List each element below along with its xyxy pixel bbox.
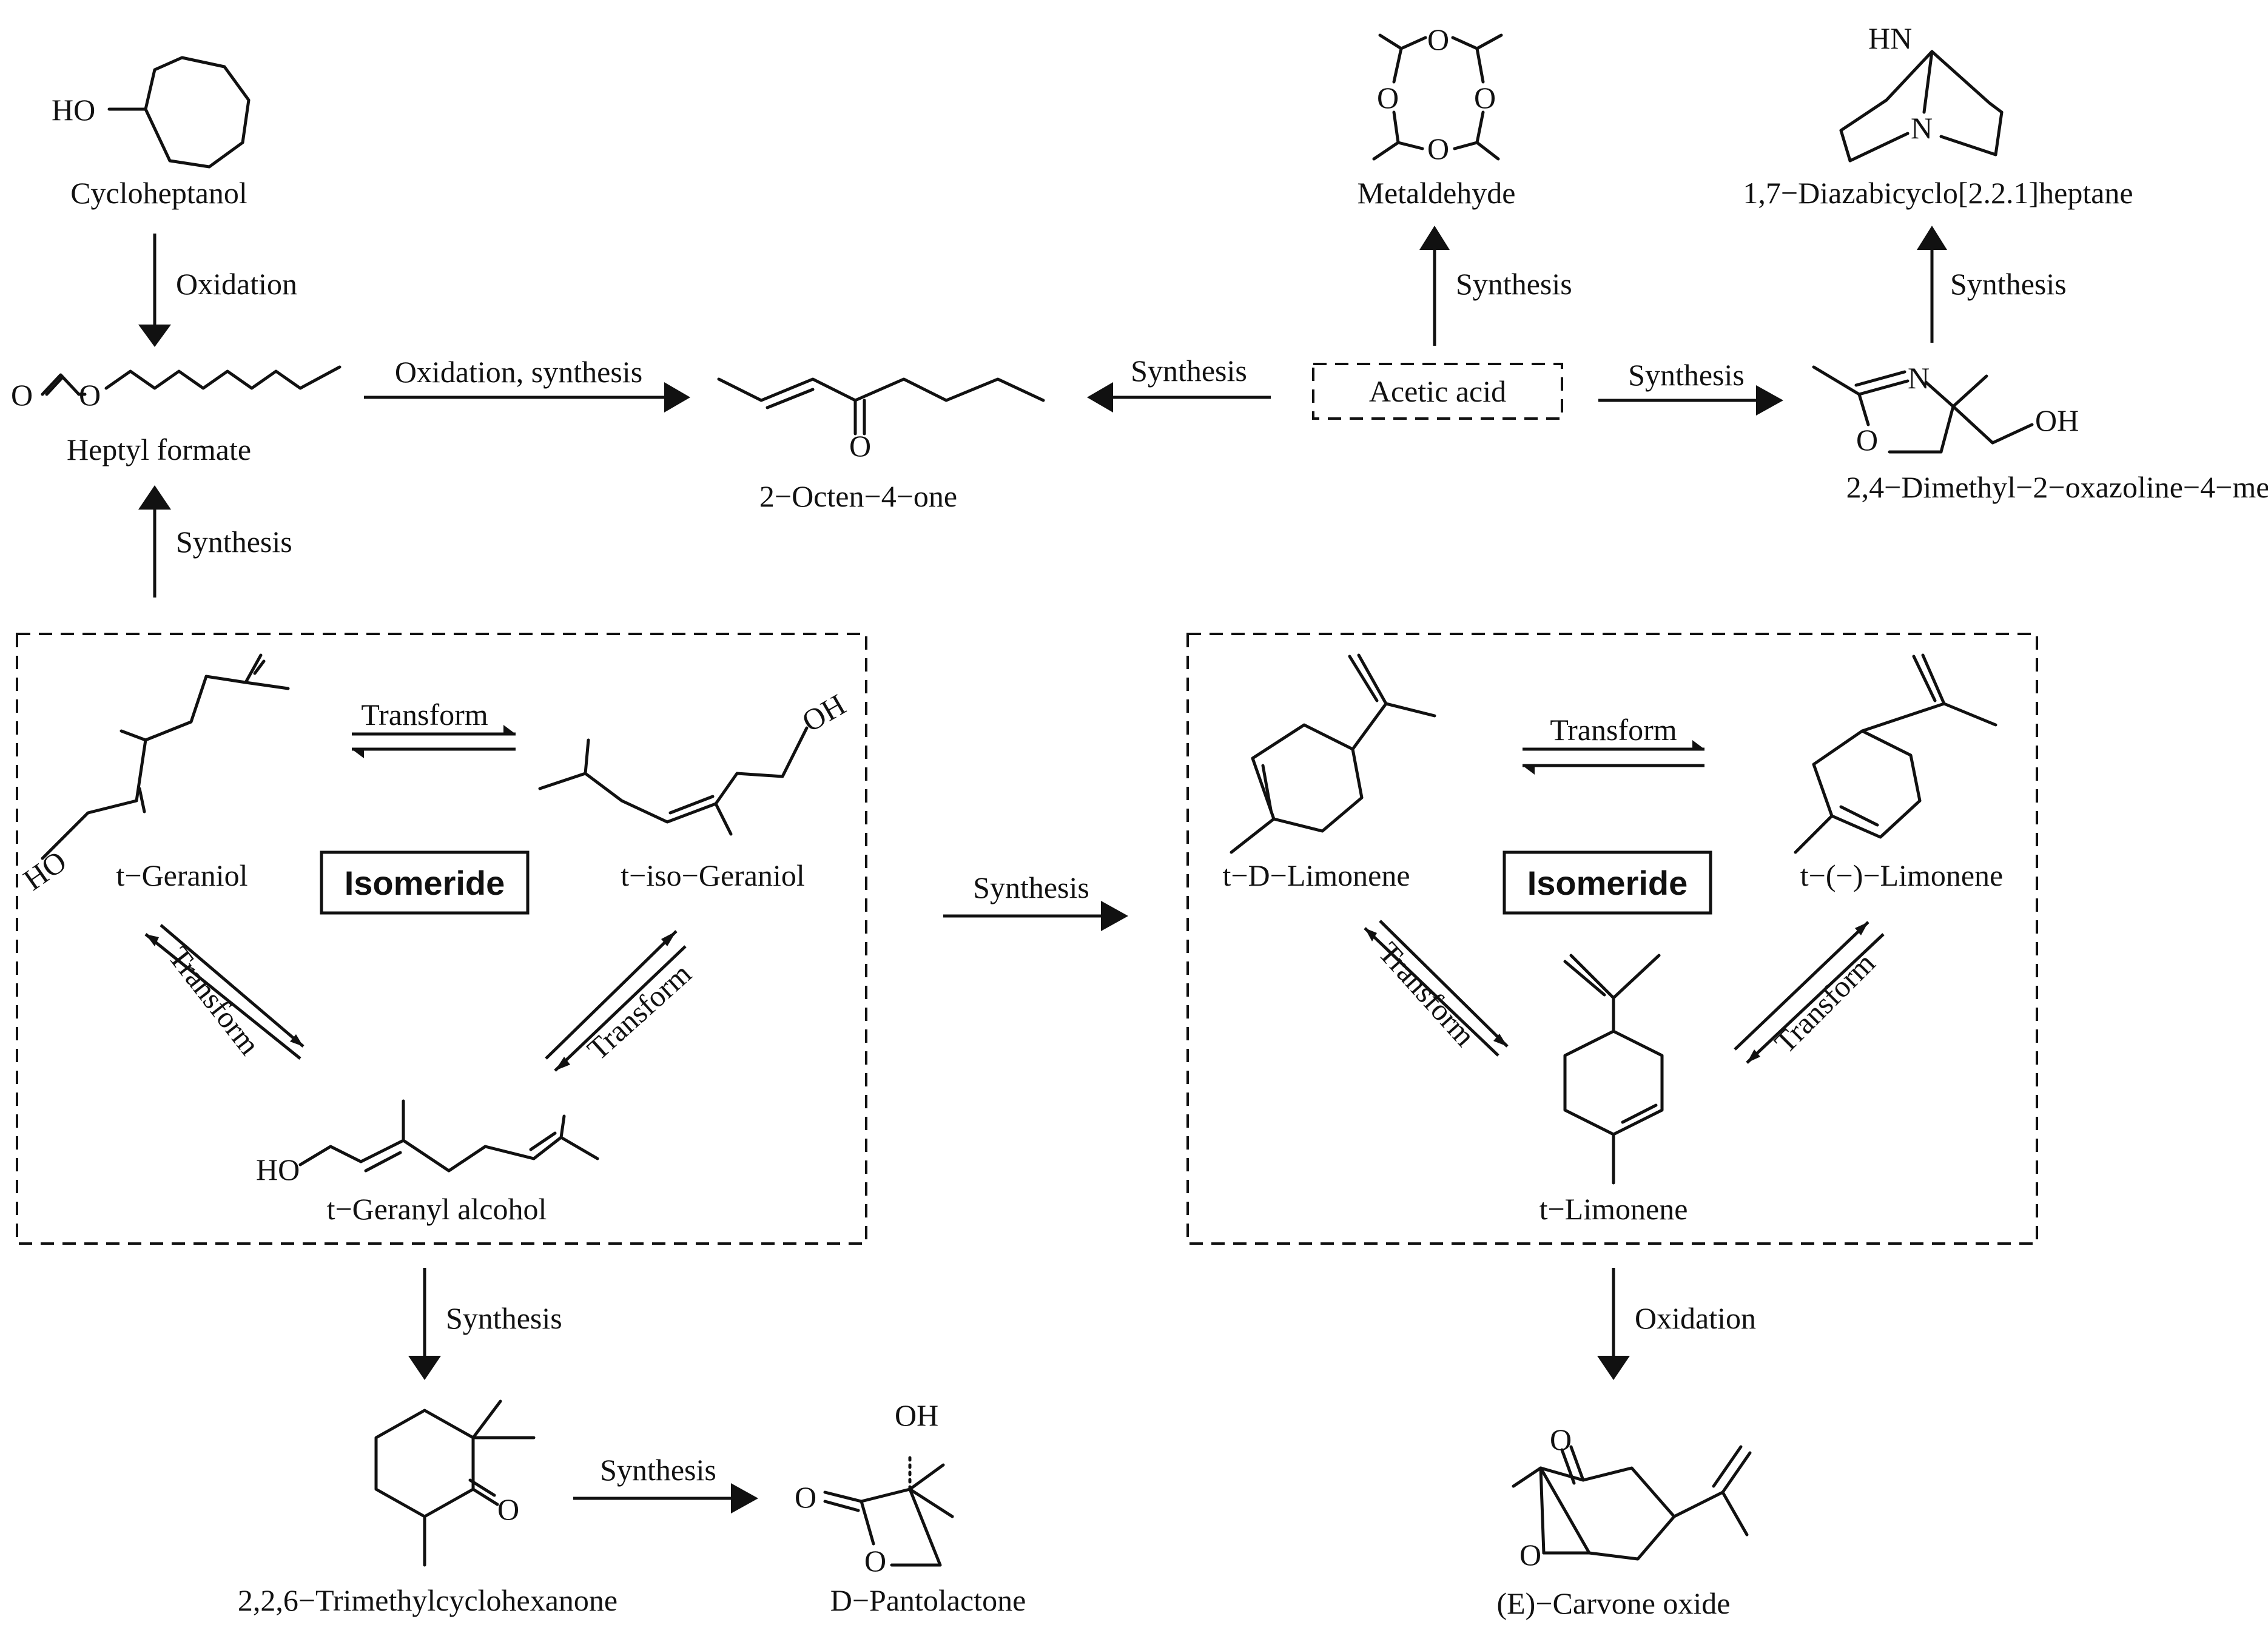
- t-iso-geraniol-label: t−iso−Geraniol: [621, 858, 805, 892]
- label-synthesis-acetic-octenone: Synthesis: [1131, 354, 1247, 388]
- t-limonene-label: t−Limonene: [1539, 1192, 1688, 1226]
- d-pantolactone-structure: OH O O: [795, 1398, 954, 1578]
- label-synthesis-formate: Synthesis: [176, 525, 292, 559]
- geraniol-isomeride-box: [320, 850, 530, 915]
- label-synthesis-trimethyl: Synthesis: [446, 1301, 562, 1335]
- arrow-acetic-to-metaldehyde: [1419, 226, 1450, 346]
- t-d-limonene-label: t−D−Limonene: [1222, 858, 1410, 892]
- pantolactone-o-carbonyl-label: O: [795, 1480, 816, 1514]
- label-synthesis-limonene: Synthesis: [973, 870, 1089, 904]
- arrow-geraniol-to-formate: [138, 485, 171, 598]
- trimethylcyclohexanone-label: 2,2,6−Trimethylcyclohexanone: [238, 1583, 617, 1617]
- arrow-oxidation-synthesis: [364, 382, 690, 412]
- arrow-acetic-to-octenone: [1087, 382, 1271, 412]
- label-transform-iso-geranyl: Transform: [580, 956, 698, 1066]
- arrow-geraniol-to-trimethyl: [408, 1268, 441, 1380]
- equilibrium-minuslimonene-tlimonene: [1734, 921, 1885, 1064]
- geraniol-isomeride-group: [16, 633, 867, 1245]
- t-minus-limonene-label: t−(−)−Limonene: [1800, 858, 2004, 892]
- oxazoline-structure: N O OH: [1812, 361, 2079, 457]
- trimethylcyclohexanone-structure: O: [374, 1399, 536, 1567]
- label-synthesis-oxazoline: Synthesis: [1628, 358, 1745, 392]
- t-limonene-structure: [1563, 954, 1664, 1185]
- pantolactone-o-ring-label: O: [864, 1544, 886, 1578]
- carvone-oxide-label: (E)−Carvone oxide: [1496, 1586, 1730, 1620]
- label-transform-geraniol-iso: Transform: [361, 698, 488, 732]
- limonene-isomeride-box: [1502, 850, 1712, 915]
- formate-o2-label: O: [79, 378, 101, 412]
- heptyl-formate-structure: O O: [11, 365, 342, 412]
- metaldehyde-o3-label: O: [1427, 132, 1449, 166]
- limonene-isomeride-group: [1186, 633, 2038, 1245]
- cycloheptanol-ho-label: HO: [52, 93, 95, 127]
- t-geranyl-ho-label: HO: [256, 1153, 300, 1187]
- t-iso-geraniol-structure: OH: [538, 687, 851, 836]
- octenone-o-label: O: [849, 429, 871, 463]
- equilibrium-dlimonene-tlimonene: [1364, 920, 1509, 1057]
- metaldehyde-structure: O O O O: [1372, 22, 1503, 166]
- t-geranyl-alcohol-structure: HO: [256, 1099, 599, 1187]
- carvone-oxide-structure: O O: [1512, 1423, 1752, 1572]
- label-synthesis-diazabicyclo: Synthesis: [1950, 267, 2067, 301]
- arrow-geraniol-to-limonene: [943, 901, 1128, 931]
- geraniol-isomeride-label: Isomeride: [345, 864, 505, 902]
- oxazoline-n-label: N: [1908, 361, 1930, 395]
- t-geraniol-ho-label: HO: [17, 844, 72, 897]
- arrow-oxazoline-to-diazabicyclo: [1917, 226, 1947, 343]
- label-synthesis-pantolactone: Synthesis: [600, 1453, 716, 1487]
- t-geranyl-alcohol-label: t−Geranyl alcohol: [327, 1192, 547, 1226]
- heptyl-formate-label: Heptyl formate: [67, 433, 251, 466]
- acetic-acid-label: Acetic acid: [1369, 374, 1506, 408]
- limonene-isomeride-label: Isomeride: [1527, 864, 1688, 902]
- carvone-o-carbonyl-label: O: [1550, 1423, 1572, 1456]
- trimethyl-o-label: O: [497, 1492, 519, 1526]
- equilibrium-iso-geranyl: [545, 930, 687, 1072]
- octenone-structure: O: [717, 377, 1045, 463]
- diazabicyclo-label: 1,7−Diazabicyclo[2.2.1]heptane: [1743, 176, 2133, 210]
- arrow-oxidation-down: [138, 234, 171, 347]
- arrow-limonene-to-carvone: [1597, 1268, 1630, 1380]
- equilibrium-dlimonene-minuslimonene: [1523, 740, 1704, 775]
- cycloheptanol-label: Cycloheptanol: [70, 176, 247, 210]
- pantolactone-oh-label: OH: [895, 1398, 938, 1432]
- equilibrium-geraniol-geranyl: [144, 924, 305, 1060]
- oxazoline-label: 2,4−Dimethyl−2−oxazoline−4−methanol: [1846, 470, 2268, 504]
- diazabicyclo-hn-label: HN: [1868, 21, 1912, 55]
- label-synthesis-metaldehyde: Synthesis: [1456, 267, 1572, 301]
- carvone-o-epoxide-label: O: [1519, 1538, 1541, 1572]
- label-oxidation-synthesis: Oxidation, synthesis: [395, 355, 642, 389]
- oxazoline-oh-label: OH: [2035, 403, 2079, 437]
- label-transform-dlimonene-minus: Transform: [1550, 713, 1677, 747]
- t-d-limonene-structure: [1230, 653, 1436, 854]
- formate-o1-label: O: [11, 378, 33, 412]
- diazabicyclo-structure: HN N: [1839, 21, 2004, 163]
- equilibrium-geraniol-iso: [352, 725, 516, 758]
- metaldehyde-o1-label: O: [1427, 22, 1449, 56]
- d-pantolactone-label: D−Pantolactone: [830, 1583, 1026, 1617]
- acetic-acid-box: [1312, 363, 1563, 420]
- oxazoline-o-label: O: [1856, 423, 1878, 457]
- t-geraniol-label: t−Geraniol: [116, 858, 247, 892]
- label-oxidation-carvone: Oxidation: [1635, 1301, 1756, 1335]
- metaldehyde-label: Metaldehyde: [1357, 176, 1515, 210]
- metaldehyde-o4-label: O: [1377, 81, 1399, 115]
- metaldehyde-o2-label: O: [1474, 81, 1496, 115]
- octenone-label: 2−Octen−4−one: [759, 479, 957, 513]
- label-oxidation-cyclo: Oxidation: [176, 267, 297, 301]
- cycloheptanol-structure: HO: [52, 56, 251, 169]
- arrow-acetic-to-oxazoline: [1598, 385, 1783, 416]
- t-minus-limonene-structure: [1794, 653, 1997, 854]
- diazabicyclo-n-label: N: [1911, 111, 1933, 145]
- arrow-trimethyl-to-pantolactone: [573, 1483, 758, 1513]
- label-transform-dlimonene-tlimonene: Transform: [1372, 935, 1482, 1052]
